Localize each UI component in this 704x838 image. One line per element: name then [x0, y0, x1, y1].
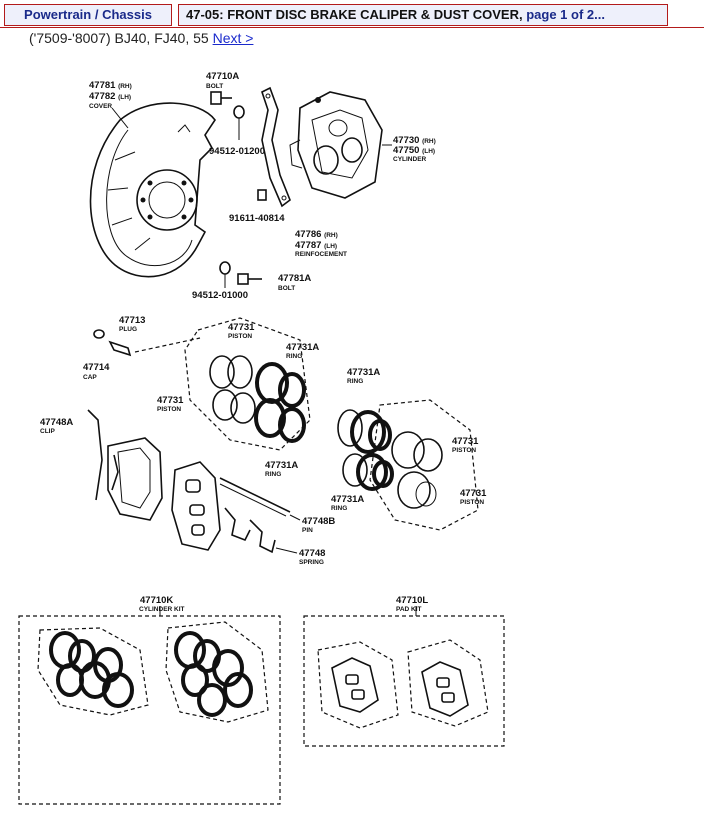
clip-drawing[interactable]: [87, 409, 119, 501]
label-cover-name: COVER: [89, 103, 112, 110]
brake-pad-left-drawing[interactable]: [107, 437, 163, 521]
label-clip: 47748A: [40, 417, 73, 428]
ring-d-drawing[interactable]: [342, 453, 394, 491]
cylinder-kit-rings-right: [165, 621, 269, 723]
label-cylinder-name: CYLINDER: [393, 156, 427, 163]
assembly-dash-line: [134, 337, 201, 353]
label-cylinder-lh: 47750 (LH): [393, 145, 435, 156]
bolt-top-drawing[interactable]: [210, 91, 232, 105]
label-bolt-low: 47781A: [278, 273, 311, 284]
label-bolt-mid: 91611-40814: [229, 213, 285, 224]
label-pad-kit-name: PAD KIT: [396, 606, 422, 613]
label-ring-a-name: RING: [286, 353, 302, 360]
label-spring: 47748: [299, 548, 325, 559]
label-cylinder-kit-name: CYLINDER KIT: [139, 606, 185, 613]
label-pin-name: PIN: [302, 527, 313, 534]
label-ring-b-name: RING: [265, 471, 281, 478]
dust-cover-drawing[interactable]: [89, 102, 216, 278]
label-washer-top: 94512-01200: [209, 146, 265, 157]
label-piston-a: 47731: [228, 322, 255, 333]
bolt-low-drawing[interactable]: [237, 273, 262, 285]
piston-group-outline-right: [369, 399, 479, 531]
header-divider: [0, 27, 704, 28]
label-piston-b: 47731: [157, 395, 184, 406]
label-piston-d-name: PISTON: [460, 499, 484, 506]
piston-d-drawing[interactable]: [397, 471, 437, 509]
label-ring-a: 47731A: [286, 342, 319, 353]
category-tab[interactable]: Powertrain / Chassis: [4, 4, 172, 26]
ring-b-drawing[interactable]: [254, 398, 306, 443]
piston-group-outline: [184, 317, 311, 451]
ring-c-drawing[interactable]: [337, 409, 392, 454]
pad-kit-pad-right: [407, 639, 489, 727]
model-range: ('7509-'8007) BJ40, FJ40, 55: [29, 30, 209, 46]
label-plug: 47713: [119, 315, 145, 326]
leader-line: [111, 107, 129, 129]
label-cylinder-rh: 47730 (RH): [393, 135, 436, 146]
label-piston-c-name: PISTON: [452, 447, 476, 454]
piston-b-drawing[interactable]: [212, 389, 256, 424]
top-bar: Powertrain / Chassis 47-05: FRONT DISC B…: [0, 0, 704, 32]
label-cylinder-kit: 47710K: [140, 595, 173, 606]
label-pad-kit: 47710L: [396, 595, 428, 606]
label-reinforcement-lh: 47787 (LH): [295, 240, 337, 251]
label-reinforcement-rh: 47786 (RH): [295, 229, 338, 240]
brake-pad-right-drawing[interactable]: [171, 461, 221, 551]
page-title-tab: 47-05: FRONT DISC BRAKE CALIPER & DUST C…: [178, 4, 668, 26]
page-indicator[interactable]: page 1 of 2...: [522, 7, 605, 22]
label-plug-name: PLUG: [119, 326, 137, 333]
label-ring-c-name: RING: [347, 378, 363, 385]
label-bolt-top: 47710A: [206, 71, 239, 82]
washer-top-drawing[interactable]: [233, 105, 245, 140]
next-link[interactable]: Next >: [212, 30, 254, 46]
washer-low-drawing[interactable]: [219, 261, 231, 288]
cylinder-kit-rings-left: [37, 627, 149, 716]
label-bolt-low-name: BOLT: [278, 285, 295, 292]
spring-drawing[interactable]: [224, 507, 276, 554]
label-piston-a-name: PISTON: [228, 333, 252, 340]
pin-drawing[interactable]: [219, 477, 291, 513]
label-piston-b-name: PISTON: [157, 406, 181, 413]
label-ring-d-name: RING: [331, 505, 347, 512]
label-washer-low: 94512-01000: [192, 290, 248, 301]
piston-c-drawing[interactable]: [391, 431, 443, 472]
label-cover-lh: 47782 (LH): [89, 91, 131, 102]
label-spring-name: SPRING: [299, 559, 324, 566]
page-title: 47-05: FRONT DISC BRAKE CALIPER & DUST C…: [186, 7, 523, 22]
pad-kit-pad-left: [317, 641, 399, 729]
label-piston-c: 47731: [452, 436, 479, 447]
reinforcement-drawing[interactable]: [257, 86, 291, 208]
label-ring-c: 47731A: [347, 367, 380, 378]
model-subtitle: ('7509-'8007) BJ40, FJ40, 55 Next >: [29, 30, 253, 46]
plug-drawing[interactable]: [93, 329, 132, 357]
label-ring-b: 47731A: [265, 460, 298, 471]
label-bolt-top-name: BOLT: [206, 83, 223, 90]
label-clip-name: CLIP: [40, 428, 55, 435]
pad-kit-box[interactable]: [303, 615, 505, 747]
label-cap-name: CAP: [83, 374, 97, 381]
piston-a-drawing[interactable]: [209, 355, 253, 389]
cylinder-kit-box[interactable]: [18, 615, 281, 805]
label-pin: 47748B: [302, 516, 335, 527]
label-cap: 47714: [83, 362, 110, 373]
label-reinforcement-name: REINFOCEMENT: [295, 251, 347, 258]
label-ring-d: 47731A: [331, 494, 364, 505]
caliper-cylinder-drawing[interactable]: [289, 91, 383, 199]
label-piston-d: 47731: [460, 488, 487, 499]
label-cover-rh: 47781 (RH): [89, 80, 132, 91]
